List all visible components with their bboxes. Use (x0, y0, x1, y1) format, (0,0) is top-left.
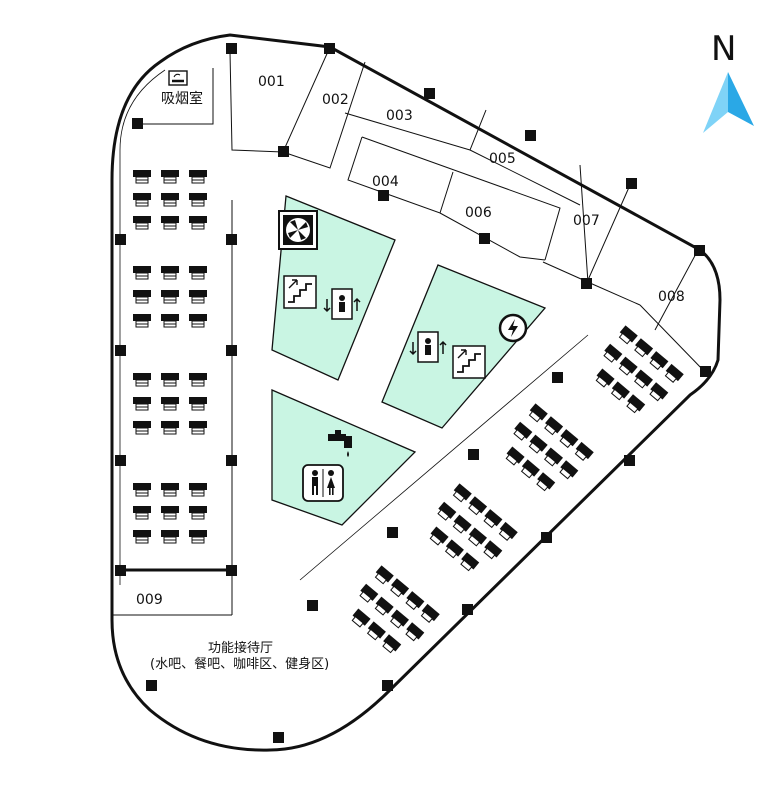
north-label: N (711, 29, 736, 69)
stairs-icon (283, 275, 317, 309)
north-arrow-icon (703, 72, 754, 133)
room-004-label: 004 (372, 174, 399, 190)
ventilation-fan-icon (278, 210, 318, 250)
smoking-room-label: 吸烟室 (161, 90, 203, 107)
water-tap-icon (328, 430, 352, 457)
workstation-block (132, 372, 208, 435)
restroom-icon (302, 464, 344, 502)
room-006-label: 006 (465, 205, 492, 221)
room-002-label: 002 (322, 92, 349, 108)
room-005-label: 005 (489, 151, 516, 167)
reception-hall-label: 功能接待厅 (208, 640, 273, 656)
workstation-area-left (132, 169, 233, 555)
elevator-icon (323, 288, 361, 320)
smoking-room-walls (132, 68, 214, 125)
stairs-icon (452, 345, 486, 379)
room-009-label: 009 (136, 592, 163, 608)
reception-hall-note: (水吧、餐吧、咖啡区、健身区) (150, 656, 329, 672)
smoking-icon (168, 70, 188, 86)
structural-columns (115, 43, 711, 743)
workstation-block (132, 169, 208, 230)
room-003-label: 003 (386, 108, 413, 124)
room-001-label: 001 (258, 74, 285, 90)
workstation-block (132, 482, 208, 544)
building-inner-ring (119, 69, 589, 585)
elevator-icon (409, 331, 447, 363)
workstation-block (132, 265, 208, 328)
power-room-icon (498, 313, 528, 343)
room-008-label: 008 (658, 289, 685, 305)
room-007-label: 007 (573, 213, 600, 229)
